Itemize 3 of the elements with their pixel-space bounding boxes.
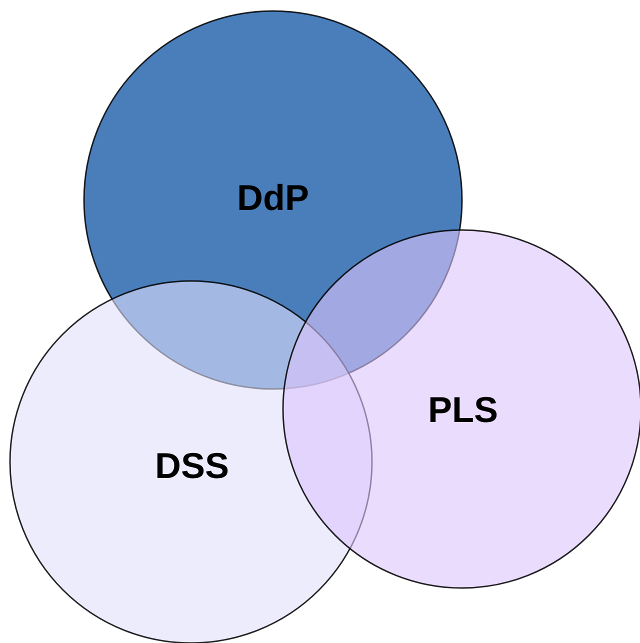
circle-label: PLS xyxy=(428,389,498,431)
circle-label: DdP xyxy=(237,177,309,219)
circle-label: DSS xyxy=(154,445,230,487)
